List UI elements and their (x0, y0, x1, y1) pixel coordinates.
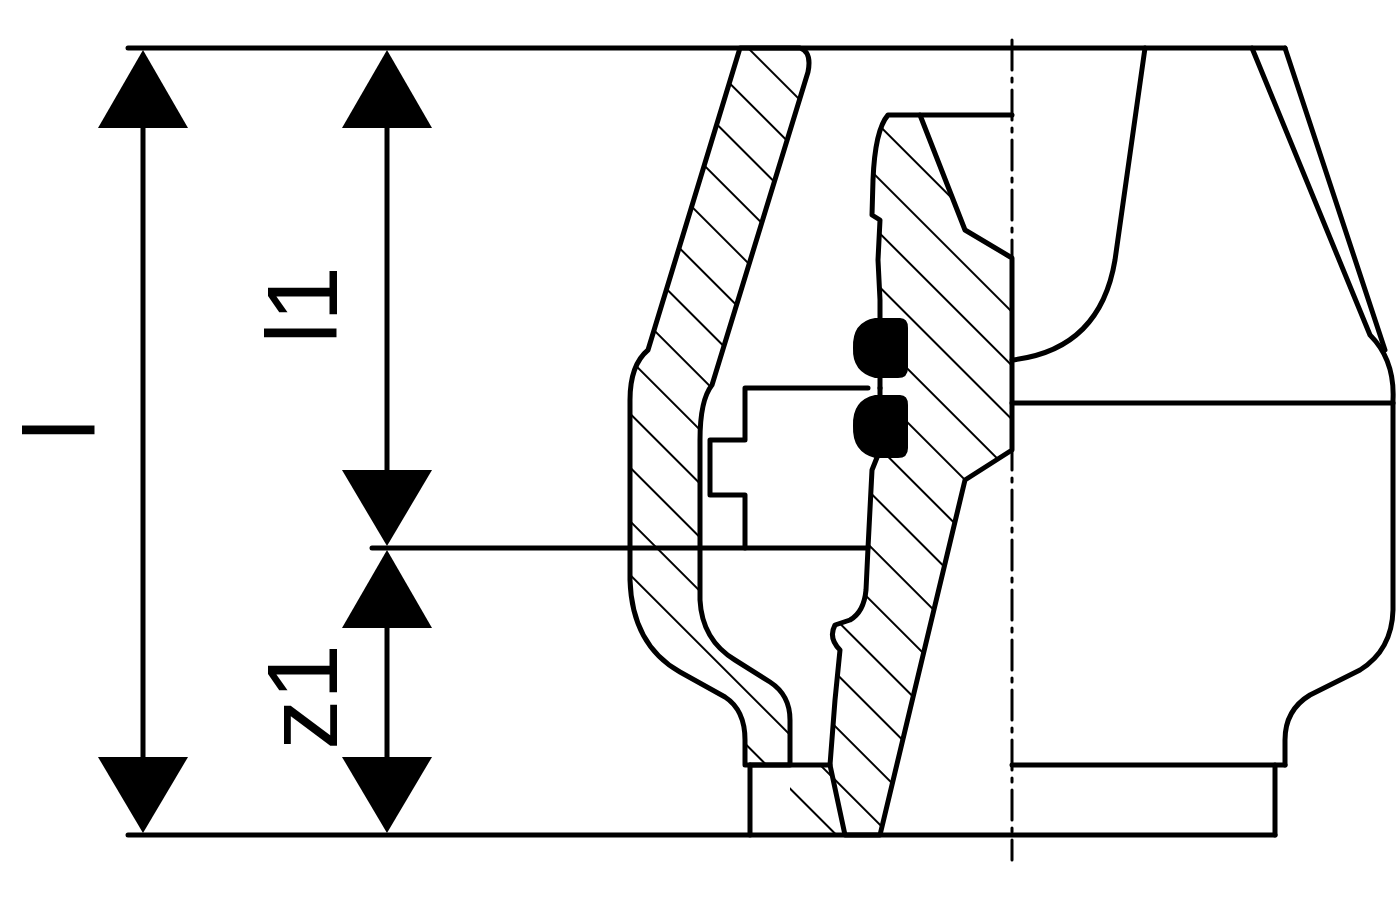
dimension-label: z1 (252, 644, 352, 750)
dimension-label: l1 (252, 266, 352, 344)
dimension-label: l (10, 419, 110, 441)
